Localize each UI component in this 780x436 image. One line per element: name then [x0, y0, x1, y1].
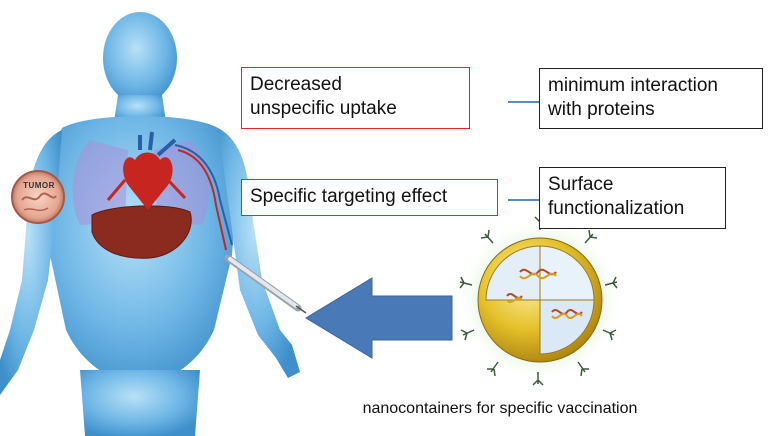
- surface-functionalization-label: Surface functionalization: [548, 174, 685, 219]
- liver-icon: [91, 205, 192, 259]
- surface-functionalization-box: Surface functionalization: [539, 167, 726, 229]
- connector-line: [508, 101, 540, 103]
- arrow-icon: [305, 277, 453, 359]
- minimum-interaction-box: minimum interaction with proteins: [539, 68, 763, 129]
- heart-icon: [106, 131, 187, 210]
- minimum-interaction-label: minimum interaction with proteins: [548, 75, 718, 120]
- decreased-uptake-box: Decreased unspecific uptake: [241, 67, 470, 129]
- tumor-label: TUMOR: [23, 181, 55, 190]
- specific-targeting-box: Specific targeting effect: [241, 179, 498, 216]
- tumor-icon: [11, 170, 65, 224]
- dna-icon: [506, 268, 583, 319]
- decreased-uptake-label: Decreased unspecific uptake: [250, 74, 397, 119]
- specific-targeting-label: Specific targeting effect: [250, 186, 448, 207]
- caption: nanocontainers for specific vaccination: [362, 400, 638, 417]
- nanocontainer-icon: [458, 216, 622, 386]
- connector-line: [508, 199, 540, 201]
- syringe-icon: [224, 254, 307, 314]
